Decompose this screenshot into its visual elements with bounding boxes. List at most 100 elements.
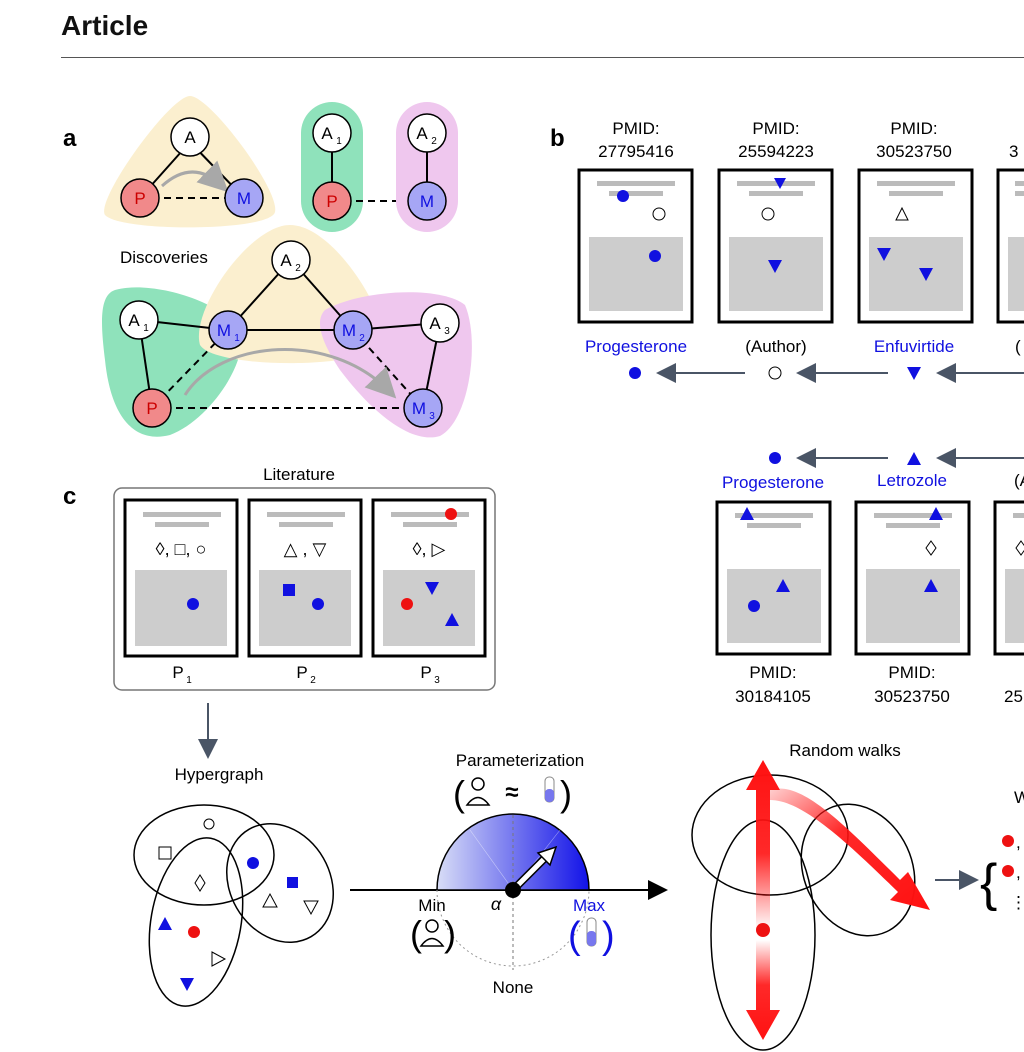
discoveries-label: Discoveries [120, 248, 208, 267]
hypergraph-diagram [133, 804, 335, 1007]
doc-card-top-2: PMID: 25594223 (Author) [717, 119, 834, 356]
panel-a-letter: a [63, 125, 77, 152]
svg-text:27795416: 27795416 [598, 142, 674, 161]
svg-text:{: { [980, 854, 997, 912]
doc-card-bottom-1: Progesterone PMID: 30184105 [715, 473, 832, 706]
svg-text:): ) [602, 915, 615, 957]
svg-text:PMID:: PMID: [890, 119, 937, 138]
node-p-label: P [326, 192, 337, 211]
svg-text:3: 3 [444, 326, 450, 337]
svg-text:⋮: ⋮ [1010, 893, 1024, 912]
node-paper-p: P [120, 178, 160, 218]
open-paren-left: ( [453, 773, 465, 814]
svg-text:25594223: 25594223 [738, 142, 814, 161]
svg-text:2: 2 [359, 333, 365, 344]
svg-text:1: 1 [186, 675, 192, 686]
panel-c-letter: c [63, 483, 76, 510]
paper-p2: △ , ▽ P 2 [247, 498, 363, 686]
svg-text:1: 1 [143, 323, 149, 334]
svg-text:30523750: 30523750 [874, 687, 950, 706]
svg-text:◊, ▷: ◊, ▷ [413, 539, 446, 559]
svg-text:M: M [237, 189, 251, 208]
svg-text:M: M [412, 399, 426, 418]
min-label: Min [418, 896, 445, 915]
none-label: None [493, 978, 534, 997]
node-author-a: A [170, 117, 210, 157]
svg-text:≈: ≈ [505, 779, 518, 806]
svg-text:2: 2 [295, 263, 301, 274]
svg-text:A: A [128, 311, 140, 330]
entity-letrozole-bottom: Letrozole [877, 471, 947, 490]
close-paren-right: ) [560, 773, 572, 814]
node-a1-sub: 1 [336, 136, 342, 147]
doc-card-top-3: PMID: 30523750 Enfuvirtide [857, 119, 974, 356]
approx-row: ( ≈ ) [453, 773, 572, 814]
doc-card-top-1: PMID: 27795416 Progesterone [577, 119, 694, 356]
node-method-m: M [224, 178, 264, 218]
svg-text:(A: (A [1014, 471, 1024, 490]
min-person-icon: ( ) [410, 913, 456, 954]
svg-text:◊, □, ○: ◊, □, ○ [156, 539, 207, 559]
svg-text:2: 2 [310, 675, 316, 686]
chain-node-2 [768, 366, 782, 380]
paper-p3: ◊, ▷ P 3 [371, 498, 487, 686]
panel-b-letter: b [550, 125, 565, 152]
svg-text:P: P [146, 399, 157, 418]
node-a1-label: A [321, 124, 333, 143]
svg-text:3: 3 [429, 411, 435, 422]
panel-a-pink-pill: A 2 M [396, 102, 458, 232]
doc-card-bottom-2: Letrozole PMID: 30523750 [854, 471, 971, 706]
node-a2-sub: 2 [431, 136, 437, 147]
svg-text:3: 3 [1009, 142, 1018, 161]
alpha-symbol: α [491, 894, 502, 914]
svg-text:△ , ▽: △ , ▽ [284, 539, 327, 559]
chain-node-1 [629, 367, 641, 379]
svg-text:(: ( [1015, 337, 1021, 356]
paper-p1: ◊, □, ○ P 1 [123, 498, 239, 686]
svg-text:M: M [342, 321, 356, 340]
node-a2-label: A [416, 124, 428, 143]
entity-progesterone-top: Progesterone [585, 337, 687, 356]
svg-text:PMID:: PMID: [888, 663, 935, 682]
svg-text:,: , [1016, 863, 1021, 882]
hypergraph-label: Hypergraph [175, 765, 264, 784]
panel-a-green-pill: A 1 P [301, 102, 427, 232]
svg-text:PMID:: PMID: [749, 663, 796, 682]
person-icon [471, 777, 485, 791]
svg-text:M: M [217, 321, 231, 340]
walks-list: { , , ⋮ [980, 833, 1024, 912]
doc-card-top-4: 3 ( [996, 142, 1024, 356]
max-label: Max [573, 896, 606, 915]
random-walks-label: Random walks [789, 741, 901, 760]
svg-text:A: A [280, 251, 292, 270]
svg-text:P: P [134, 189, 145, 208]
article-header-title: Article [61, 10, 149, 41]
parameterization-label: Parameterization [456, 751, 585, 770]
svg-text:P: P [420, 663, 431, 682]
random-walks-diagram [691, 760, 930, 1051]
svg-text:A: A [184, 128, 196, 147]
svg-text:(: ( [568, 915, 581, 957]
svg-text:A: A [429, 314, 441, 333]
doc-card-bottom-3: (A 25 [993, 471, 1024, 706]
svg-text:1: 1 [234, 333, 240, 344]
svg-text:PMID:: PMID: [612, 119, 659, 138]
svg-text:30184105: 30184105 [735, 687, 811, 706]
svg-text:): ) [444, 913, 456, 954]
svg-text:P: P [172, 663, 183, 682]
bottom-walk-chain [769, 448, 1024, 468]
svg-text:3: 3 [434, 675, 440, 686]
top-walk-chain [629, 363, 1024, 383]
svg-text:30523750: 30523750 [876, 142, 952, 161]
literature-label: Literature [263, 465, 335, 484]
node-m-label: M [420, 192, 434, 211]
svg-text:P: P [296, 663, 307, 682]
svg-text:,: , [1016, 833, 1021, 852]
walks-label: W [1014, 788, 1024, 807]
parameterization-dial: α [436, 813, 590, 970]
max-tube-icon: ( ) [568, 915, 615, 957]
header-divider [61, 57, 1024, 58]
entity-author-top: (Author) [745, 337, 806, 356]
svg-text:25: 25 [1004, 687, 1023, 706]
